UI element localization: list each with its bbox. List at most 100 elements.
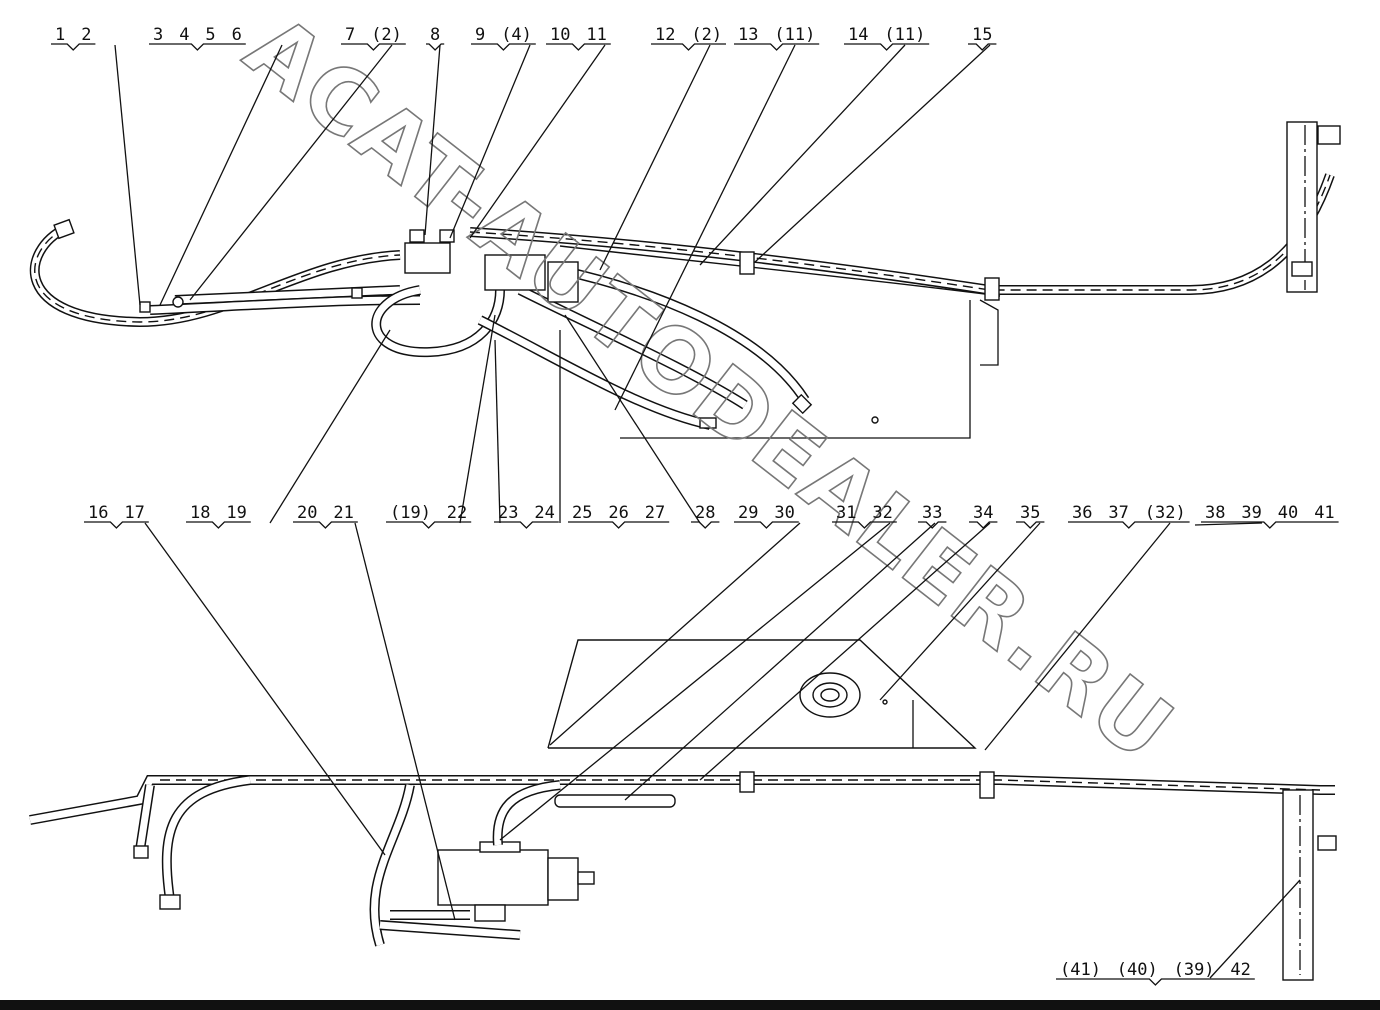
callout-underline — [293, 521, 358, 529]
leader-line — [189, 44, 393, 301]
leader-line — [469, 44, 606, 239]
callout-group: 34 — [969, 503, 998, 529]
callout-underline — [968, 43, 997, 51]
bottom-border — [0, 1000, 1380, 1010]
callout-number: (39) — [1174, 960, 1215, 980]
leader-line — [494, 339, 501, 524]
leader-line — [144, 522, 386, 856]
callout-number: 7 — [345, 25, 355, 45]
callout-underline — [844, 43, 930, 51]
callout-number: 11 — [586, 25, 606, 45]
callout-number: 28 — [695, 503, 715, 523]
leader-line — [459, 314, 496, 524]
callout-underline — [426, 43, 445, 51]
callout-underline — [494, 521, 559, 529]
callout-number: 5 — [205, 25, 215, 45]
callout-number: 31 — [836, 503, 856, 523]
callout-group: 38 39 40 41 — [1201, 503, 1339, 529]
callout-number: (32) — [1145, 503, 1186, 523]
callout-group: (41)(40)(39)42 — [1056, 960, 1255, 986]
callout-number: 37 — [1108, 503, 1128, 523]
callout-number: (2) — [691, 25, 722, 45]
callout-number: 18 — [190, 503, 210, 523]
callout-number: 12 — [655, 25, 675, 45]
callout-number: 24 — [534, 503, 554, 523]
callout-number: 21 — [333, 503, 353, 523]
leader-line — [1194, 522, 1263, 526]
callout-number: 41 — [1314, 503, 1334, 523]
callout-number: 13 — [738, 25, 758, 45]
callout-number: 16 — [88, 503, 108, 523]
callout-underline — [734, 521, 799, 529]
callout-group: 14(11) — [844, 25, 930, 51]
callout-underline — [186, 521, 251, 529]
callout-underline — [546, 43, 611, 51]
leader-line — [624, 522, 936, 801]
callout-number: 23 — [498, 503, 518, 523]
callout-group: 35 — [1016, 503, 1045, 529]
callout-number: 32 — [872, 503, 892, 523]
callout-underline — [1016, 521, 1045, 529]
leader-line — [699, 522, 991, 781]
callout-number: 38 — [1205, 503, 1225, 523]
leader-line — [269, 329, 391, 524]
callout-number: 6 — [232, 25, 242, 45]
callout-group: (19)22 — [386, 503, 472, 529]
callout-group: 28 — [691, 503, 720, 529]
callout-number: 42 — [1230, 960, 1250, 980]
callout-number: 14 — [848, 25, 868, 45]
callout-number: 30 — [774, 503, 794, 523]
leader-lines — [114, 44, 1301, 979]
callout-underline — [341, 43, 406, 51]
callout-group: 23 24 — [494, 503, 559, 529]
callout-number: 9 — [475, 25, 485, 45]
callout-number: 19 — [226, 503, 246, 523]
callout-number: 27 — [645, 503, 665, 523]
callout-number: 17 — [124, 503, 144, 523]
callout-underline — [691, 521, 720, 529]
leader-line — [879, 522, 1041, 701]
callout-number: 33 — [922, 503, 942, 523]
callout-underline — [1201, 521, 1339, 529]
callout-number: 20 — [297, 503, 317, 523]
callout-number: (40) — [1117, 960, 1158, 980]
callout-group: 13(11) — [734, 25, 820, 51]
callout-number: (2) — [371, 25, 402, 45]
callout-underline — [651, 43, 726, 51]
callout-number: 3 — [153, 25, 163, 45]
callout-group: 12 (2) — [651, 25, 726, 51]
callout-underline — [832, 521, 897, 529]
callout-number: 1 — [55, 25, 65, 45]
callout-group: 33 — [918, 503, 947, 529]
callout-number: 40 — [1278, 503, 1298, 523]
leader-line — [614, 44, 796, 411]
callout-underline — [918, 521, 947, 529]
callout-number: 8 — [430, 25, 440, 45]
callout-number: 34 — [973, 503, 993, 523]
callout-group: 15 — [968, 25, 997, 51]
callout-number: 36 — [1072, 503, 1092, 523]
callout-group: 9(4) — [471, 25, 536, 51]
leader-line — [159, 44, 283, 306]
callout-number: 2 — [81, 25, 91, 45]
leader-line — [354, 522, 456, 921]
leader-line — [984, 522, 1171, 751]
callout-number: 39 — [1241, 503, 1261, 523]
leader-line — [499, 522, 891, 841]
callout-number: 15 — [972, 25, 992, 45]
leader-line — [754, 44, 991, 263]
callout-number: 4 — [179, 25, 189, 45]
callout-underline — [568, 521, 670, 529]
upper-assembly-view — [29, 121, 1341, 439]
leader-line — [564, 314, 701, 524]
leader-line — [699, 44, 906, 266]
callout-group: 31 32 — [832, 503, 897, 529]
